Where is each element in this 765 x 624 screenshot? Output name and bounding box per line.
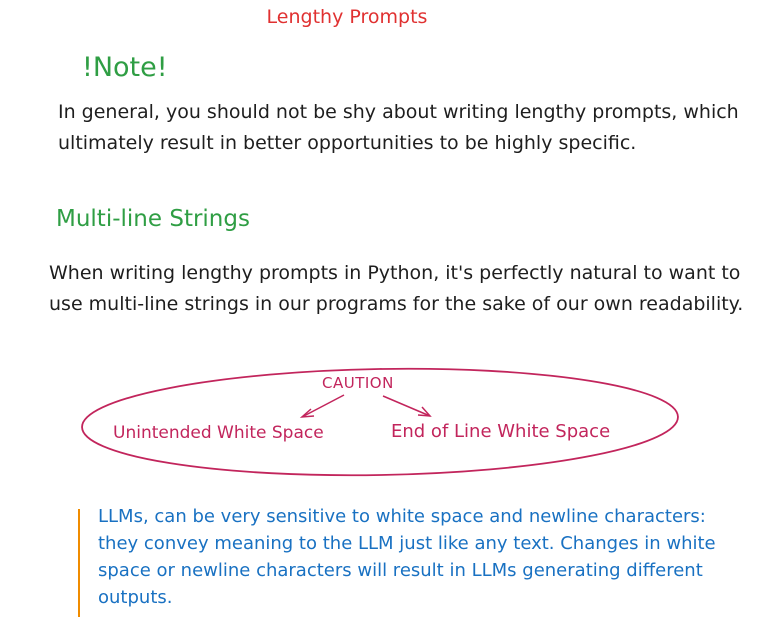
arrowhead-right <box>417 406 432 417</box>
arrowhead-left <box>299 408 315 418</box>
branch-unintended-white-space: Unintended White Space <box>113 423 324 443</box>
callout-text: LLMs, can be very sensitive to white spa… <box>98 506 716 608</box>
multiline-paragraph: When writing lengthy prompts in Python, … <box>49 262 744 315</box>
branch-end-of-line-white-space: End of Line White Space <box>391 421 611 442</box>
arrow-to-unintended <box>301 394 345 418</box>
note-heading: !Note! <box>82 52 168 83</box>
multiline-heading: Multi-line Strings <box>56 206 250 232</box>
arrow-to-end-of-line <box>382 395 431 417</box>
page-title: Lengthy Prompts <box>266 6 428 28</box>
note-paragraph: In general, you should not be shy about … <box>58 101 739 154</box>
caution-ellipse <box>81 367 679 477</box>
caution-label: CAUTION <box>322 374 394 392</box>
callout-bar <box>78 509 80 617</box>
